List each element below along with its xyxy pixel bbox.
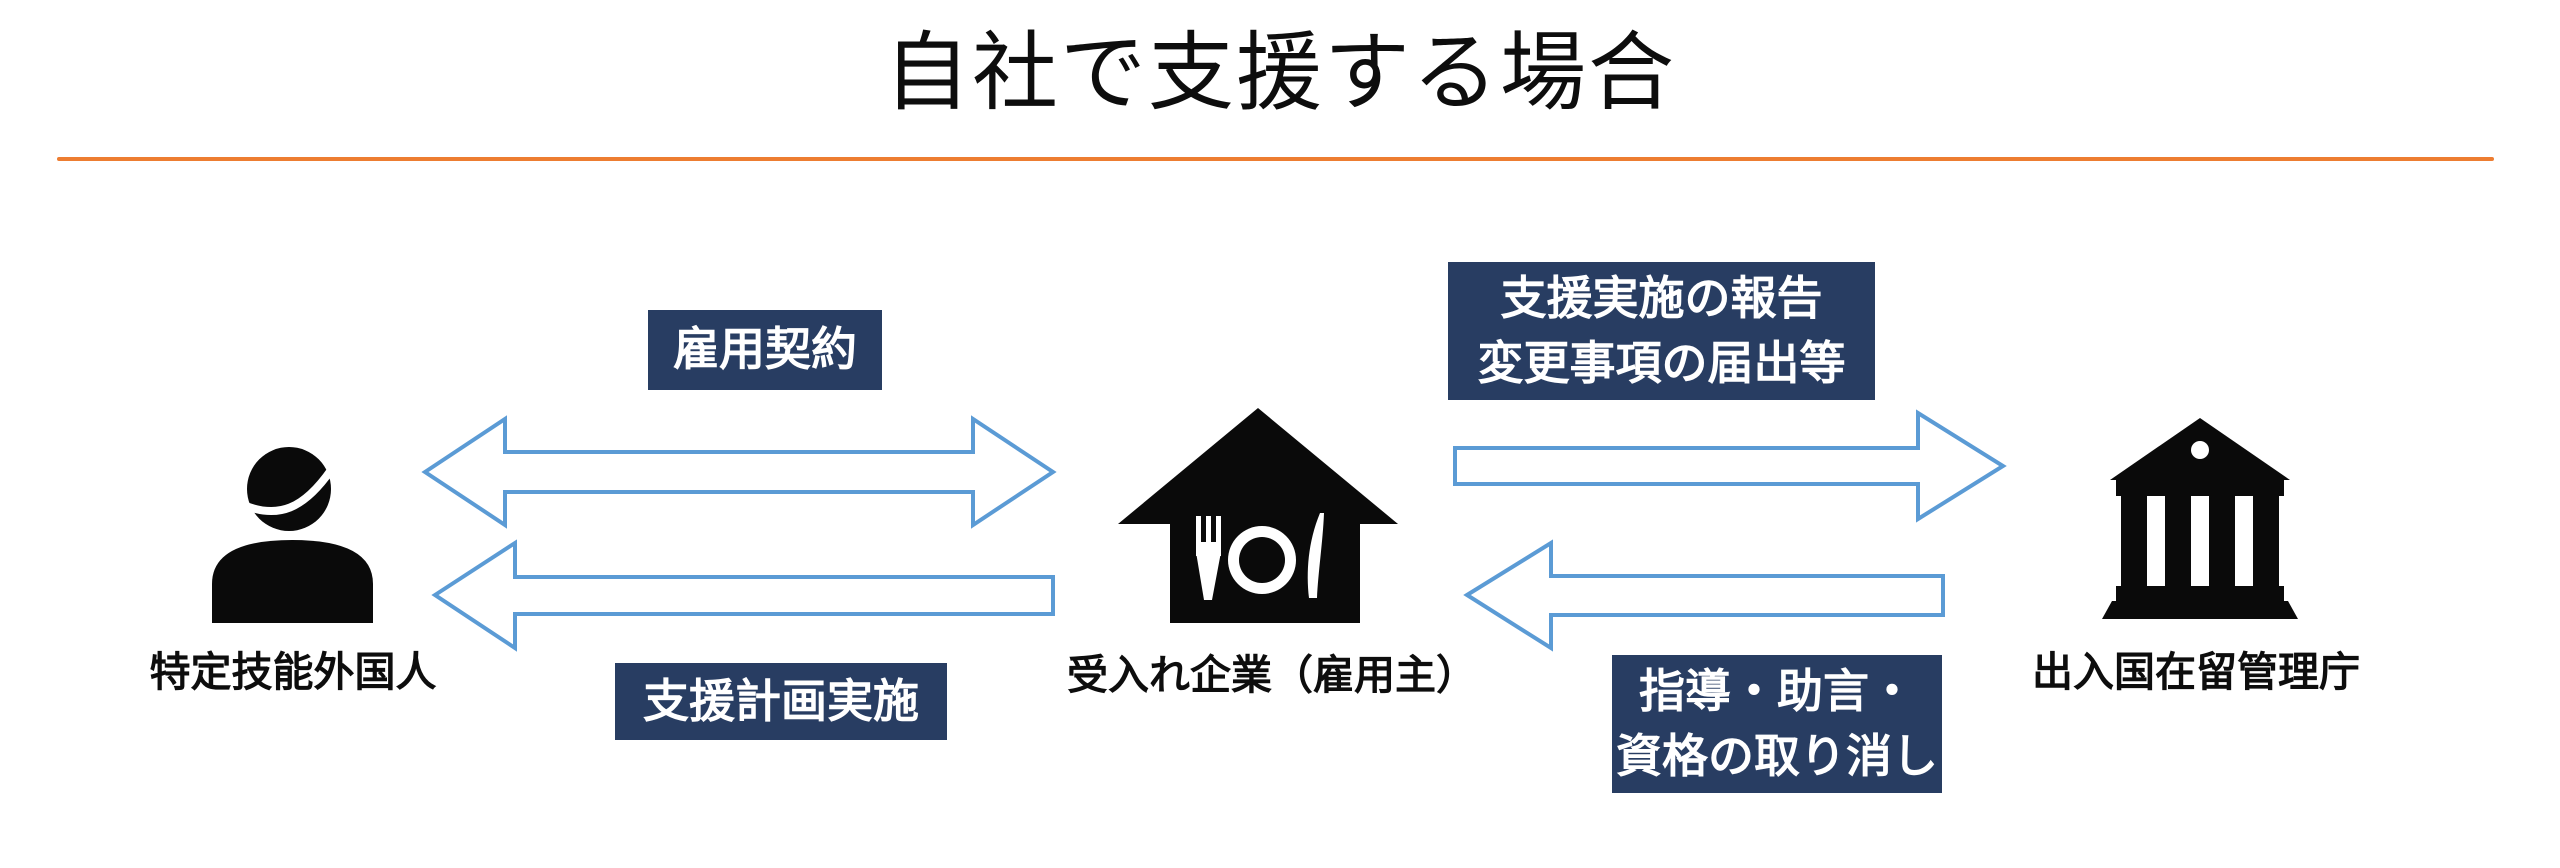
support-plan-text: 支援計画実施	[643, 674, 919, 727]
person-icon	[212, 447, 373, 623]
agency-label: 出入国在留管理庁	[2032, 649, 2360, 695]
report-text-line2: 変更事項の届出等	[1477, 337, 1846, 389]
support-plan-arrow	[431, 539, 1055, 652]
report-arrow	[1453, 409, 2007, 523]
company-label: 受入れ企業（雇用主）	[1067, 652, 1477, 698]
page-title: 自社で支援する場合	[884, 25, 1676, 121]
worker-label: 特定技能外国人	[149, 649, 437, 695]
title-divider	[57, 157, 2494, 161]
guidance-arrow	[1463, 539, 1945, 652]
employment-contract-text: 雇用契約	[673, 323, 857, 376]
government-building-icon	[2102, 418, 2298, 619]
guidance-label: 指導・助言・ 資格の取り消し	[1612, 655, 1942, 793]
report-text-line1: 支援実施の報告	[1500, 271, 1823, 324]
employment-double-arrow	[421, 415, 1057, 529]
support-plan-label: 支援計画実施	[615, 663, 947, 740]
restaurant-house-icon	[1118, 408, 1398, 623]
employment-contract-label: 雇用契約	[648, 310, 882, 390]
report-label: 支援実施の報告 変更事項の届出等	[1448, 262, 1875, 400]
guidance-text-line2: 資格の取り消し	[1616, 730, 1938, 782]
guidance-text-line1: 指導・助言・	[1639, 664, 1915, 717]
